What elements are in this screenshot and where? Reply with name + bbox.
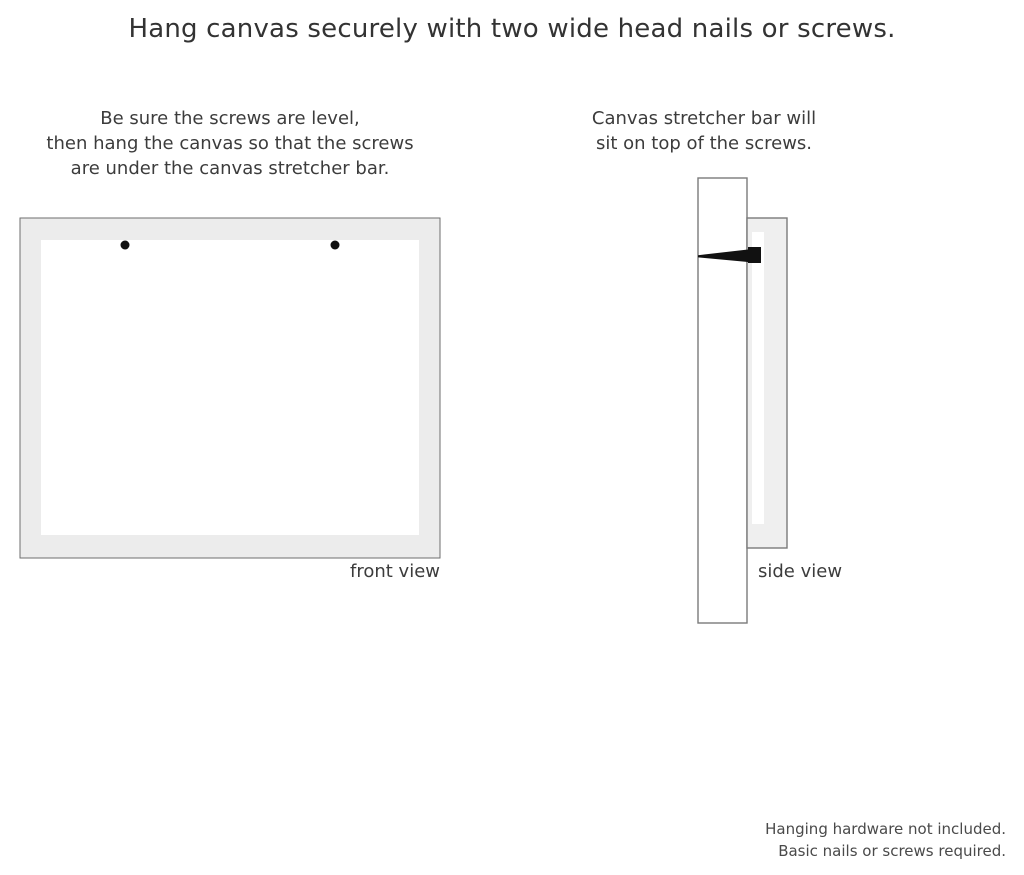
wall-side [697,177,748,624]
screw-head-left [120,240,130,250]
front-view-label: front view [350,561,440,582]
screw-head-right [330,240,340,250]
front-view-caption: Be sure the screws are level, then hang … [20,106,440,181]
side-view-caption: Canvas stretcher bar will sit on top of … [580,106,828,156]
front-view-caption-line-3: are under the canvas stretcher bar. [70,158,390,179]
screw-shaft-side [698,249,748,262]
side-view-label: side view [758,561,843,582]
stretcher-bar-inner-profile [752,232,764,524]
canvas-face-front [41,240,419,535]
canvas-frame-front [19,217,441,559]
front-view-illustration [19,217,441,559]
disclaimer-line-2: Basic nails or screws required. [778,842,1006,860]
side-view-illustration [697,177,788,624]
canvas-stretcher-bar-side [746,217,788,549]
front-view-caption-line-2: then hang the canvas so that the screws [46,133,414,154]
page-title: Hang canvas securely with two wide head … [128,14,896,44]
screw-head-side [748,247,761,263]
side-view-caption-line-1: Canvas stretcher bar will [591,108,817,129]
side-view-caption-line-2: sit on top of the screws. [595,133,813,154]
hardware-disclaimer: Hanging hardware not included. Basic nai… [586,818,1006,862]
front-view-caption-line-1: Be sure the screws are level, [100,108,360,129]
disclaimer-line-1: Hanging hardware not included. [765,820,1006,838]
